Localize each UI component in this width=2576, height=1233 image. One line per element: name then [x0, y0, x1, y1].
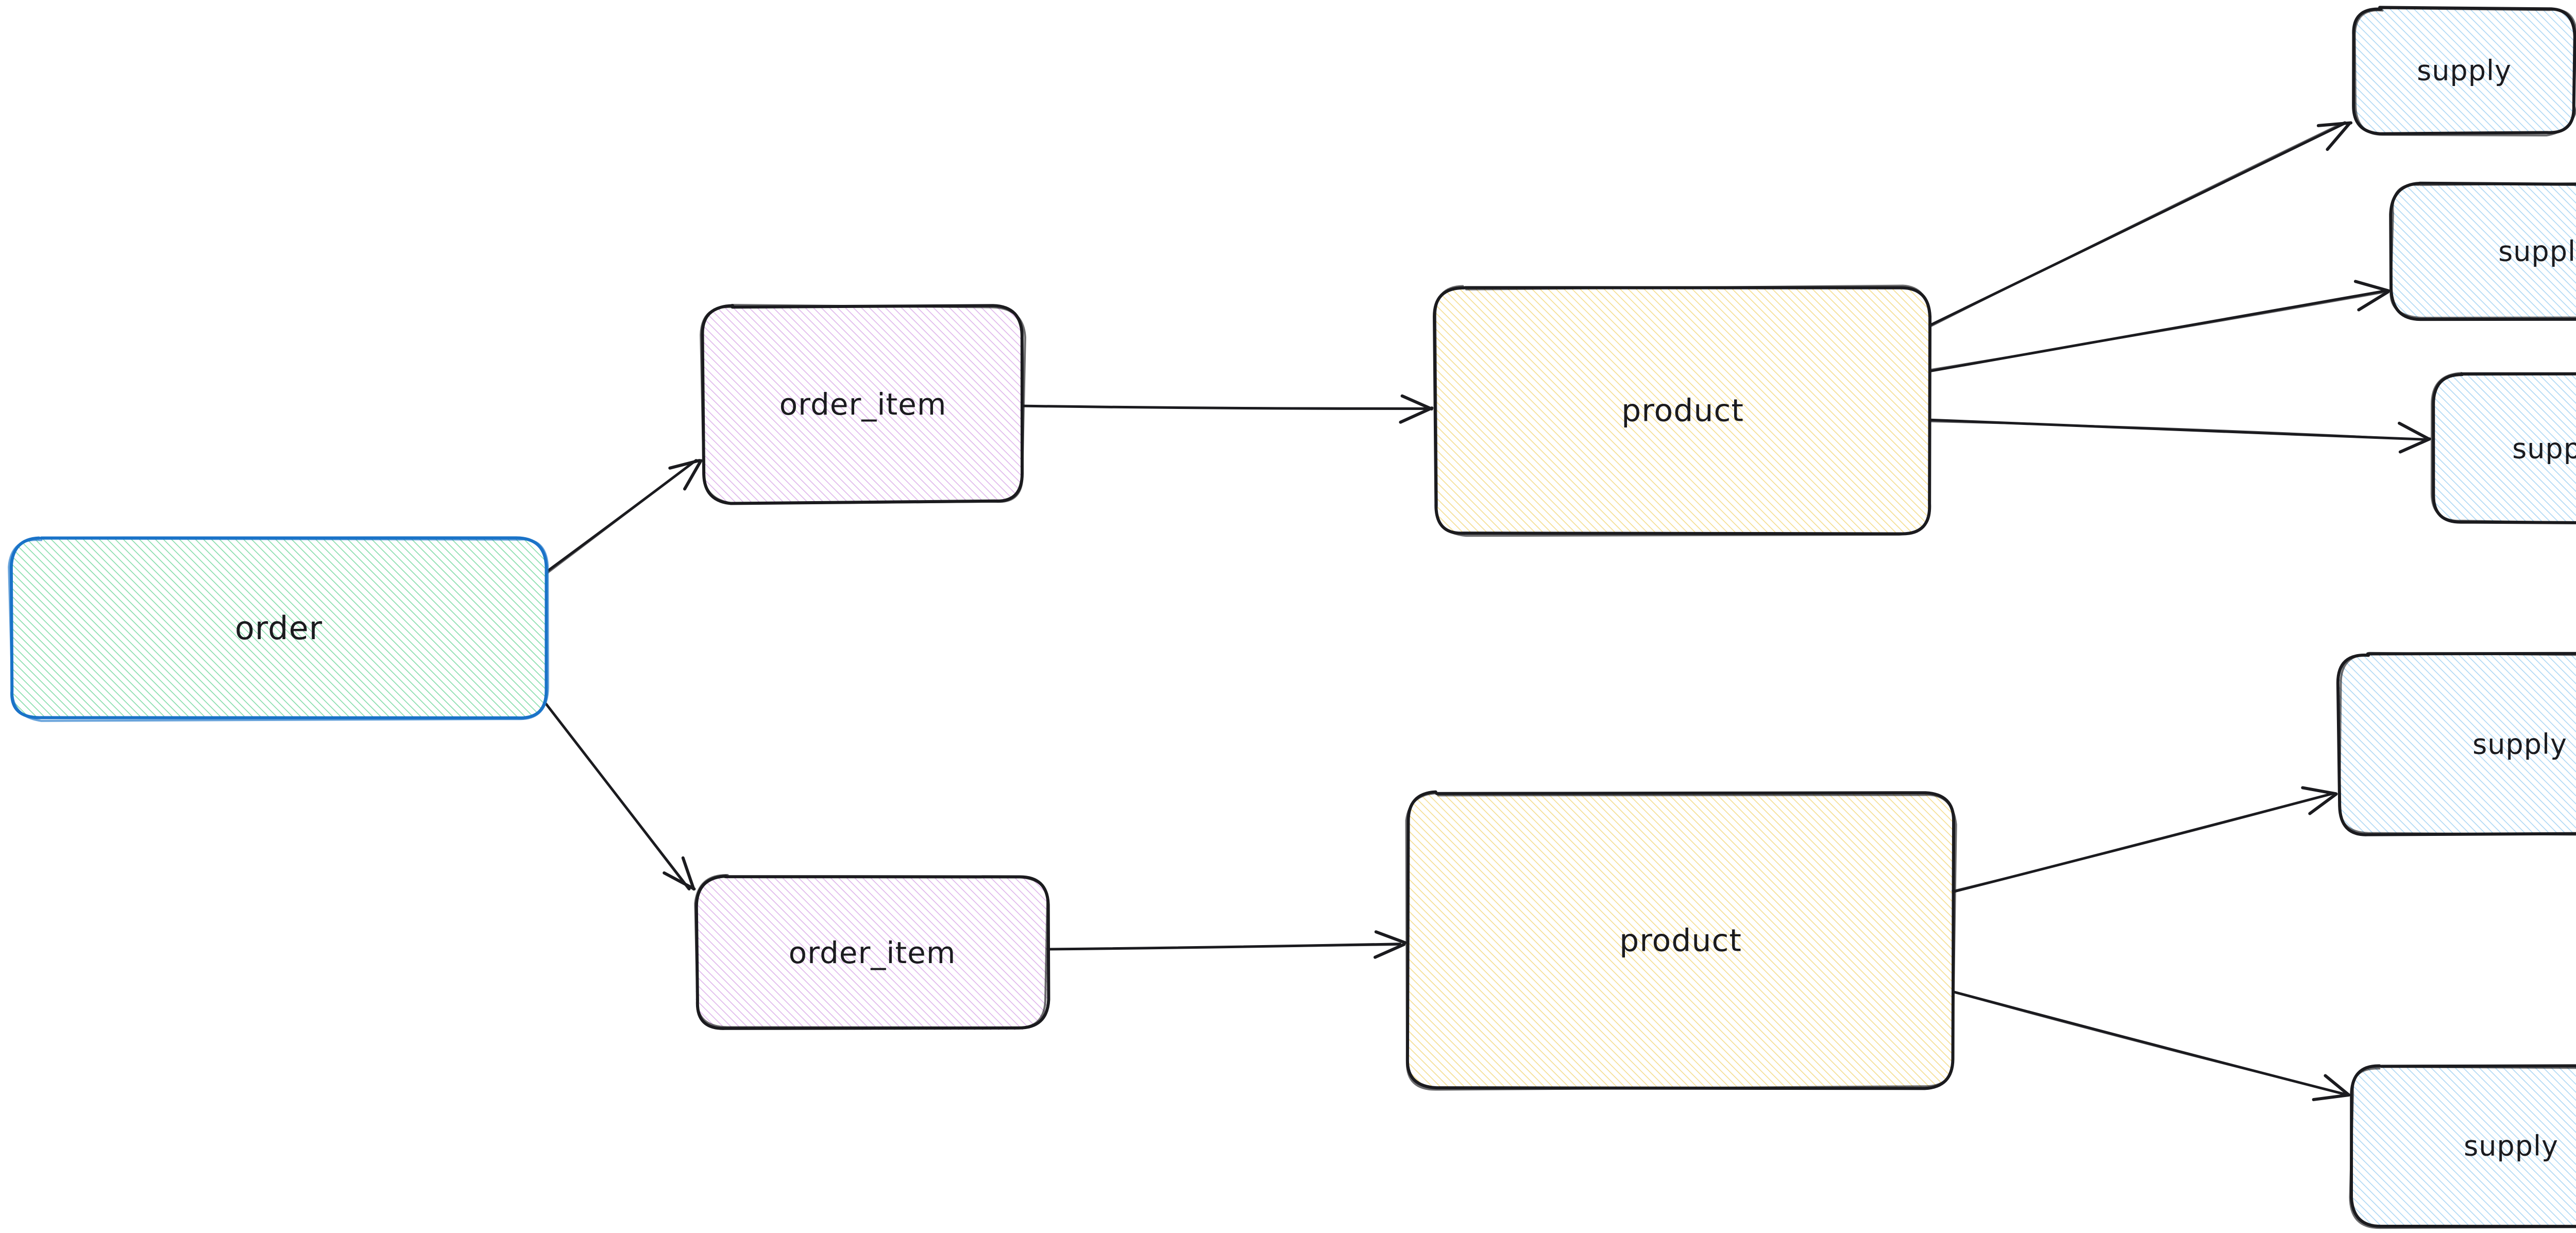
arrowhead-stroke [2301, 786, 2337, 796]
node-outline [700, 304, 1026, 505]
edge-product_2-to-supply_4[interactable] [1951, 786, 2338, 893]
node-supply_2[interactable]: supply [2389, 181, 2576, 321]
edge-product_1-to-supply_2[interactable] [1928, 280, 2391, 372]
node-product_2[interactable]: product [1405, 790, 1957, 1091]
node-label-order: order [235, 609, 323, 647]
node-label-supply_1: supply [2417, 55, 2512, 87]
arrowhead-stroke [663, 871, 696, 891]
node-fill [702, 306, 1023, 503]
arrowhead-stroke [681, 856, 696, 891]
edge-order-to-order_item_2[interactable] [545, 703, 696, 891]
node-outline [9, 536, 548, 720]
arrowhead-stroke [2316, 121, 2353, 127]
edge-layer [545, 121, 2431, 1101]
node-fill [2391, 184, 2576, 318]
edge-order-to-order_item_1[interactable] [545, 459, 703, 574]
arrowhead-stroke [668, 459, 701, 470]
node-fill [2352, 1066, 2576, 1226]
arrowhead-stroke [2357, 290, 2390, 312]
arrowhead-stroke [2398, 421, 2431, 441]
edge-line [1951, 793, 2332, 892]
node-order_item_1[interactable]: order_item [700, 304, 1026, 505]
edge-product_1-to-supply_3[interactable] [1929, 418, 2431, 454]
node-outline [694, 874, 1048, 1029]
node-fill [12, 537, 547, 718]
arrowhead-stroke [2324, 1074, 2350, 1097]
node-label-order_item_1: order_item [779, 387, 947, 422]
node-label-supply_5: supply [2464, 1130, 2558, 1162]
node-fill [1435, 287, 1930, 534]
arrowhead-stroke [2312, 1093, 2351, 1101]
node-fill [696, 877, 1048, 1030]
node-fill [2338, 653, 2576, 835]
node-supply_5[interactable]: supply [2349, 1064, 2576, 1229]
edge-order_item_1-to-product_1[interactable] [1022, 394, 1434, 424]
node-label-supply_3: supply [2512, 433, 2576, 465]
edge-line [1928, 121, 2346, 328]
node-label-order_item_2: order_item [789, 935, 956, 970]
node-outline [2430, 372, 2576, 524]
node-layer: orderorder_itemorder_itemproductproducts… [8, 6, 2576, 1229]
node-order[interactable]: order [8, 536, 549, 722]
edge-line [1953, 991, 2347, 1095]
edge-line [546, 705, 689, 890]
node-outline [1405, 792, 1957, 1091]
edge-line [546, 459, 698, 574]
node-label-product_1: product [1621, 393, 1744, 429]
edge-product_2-to-supply_5[interactable] [1953, 990, 2351, 1101]
arrowhead-stroke [683, 459, 703, 491]
node-label-product_2: product [1619, 923, 1742, 959]
node-supply_4[interactable]: supply [2336, 652, 2576, 836]
node-fill [2432, 373, 2576, 523]
node-product_1[interactable]: product [1433, 284, 1932, 537]
node-outline [2353, 7, 2576, 136]
arrowhead-stroke [1399, 406, 1434, 424]
node-outline [2352, 6, 2576, 135]
node-outline [2336, 652, 2576, 836]
node-outline [1434, 284, 1931, 537]
edge-line [1930, 420, 2429, 441]
edge-line [1046, 944, 1400, 950]
edge-product_1-to-supply_1[interactable] [1928, 121, 2353, 328]
node-label-supply_4: supply [2472, 728, 2567, 761]
node-supply_1[interactable]: supply [2352, 6, 2576, 136]
arrowhead-stroke [2398, 437, 2431, 454]
arrowhead-stroke [1400, 394, 1433, 411]
arrowhead-stroke [1374, 943, 1406, 959]
arrowhead-stroke [1374, 930, 1407, 945]
node-outline [2389, 182, 2576, 319]
edge-order_item_2-to-product_2[interactable] [1046, 930, 1407, 959]
node-fill [2352, 8, 2575, 134]
node-outline [2349, 1066, 2576, 1229]
node-fill [1408, 793, 1954, 1089]
edge-line [1928, 292, 2385, 371]
node-supply_3[interactable]: supply [2430, 372, 2576, 524]
node-outline [8, 537, 549, 722]
edge-line [1022, 405, 1430, 409]
arrowhead-stroke [2353, 280, 2391, 293]
node-order_item_2[interactable]: order_item [694, 874, 1050, 1030]
node-label-supply_2: supply [2498, 235, 2576, 268]
arrowhead-stroke [2308, 792, 2338, 815]
node-outline [2338, 652, 2576, 836]
arrowhead-stroke [2326, 122, 2351, 151]
